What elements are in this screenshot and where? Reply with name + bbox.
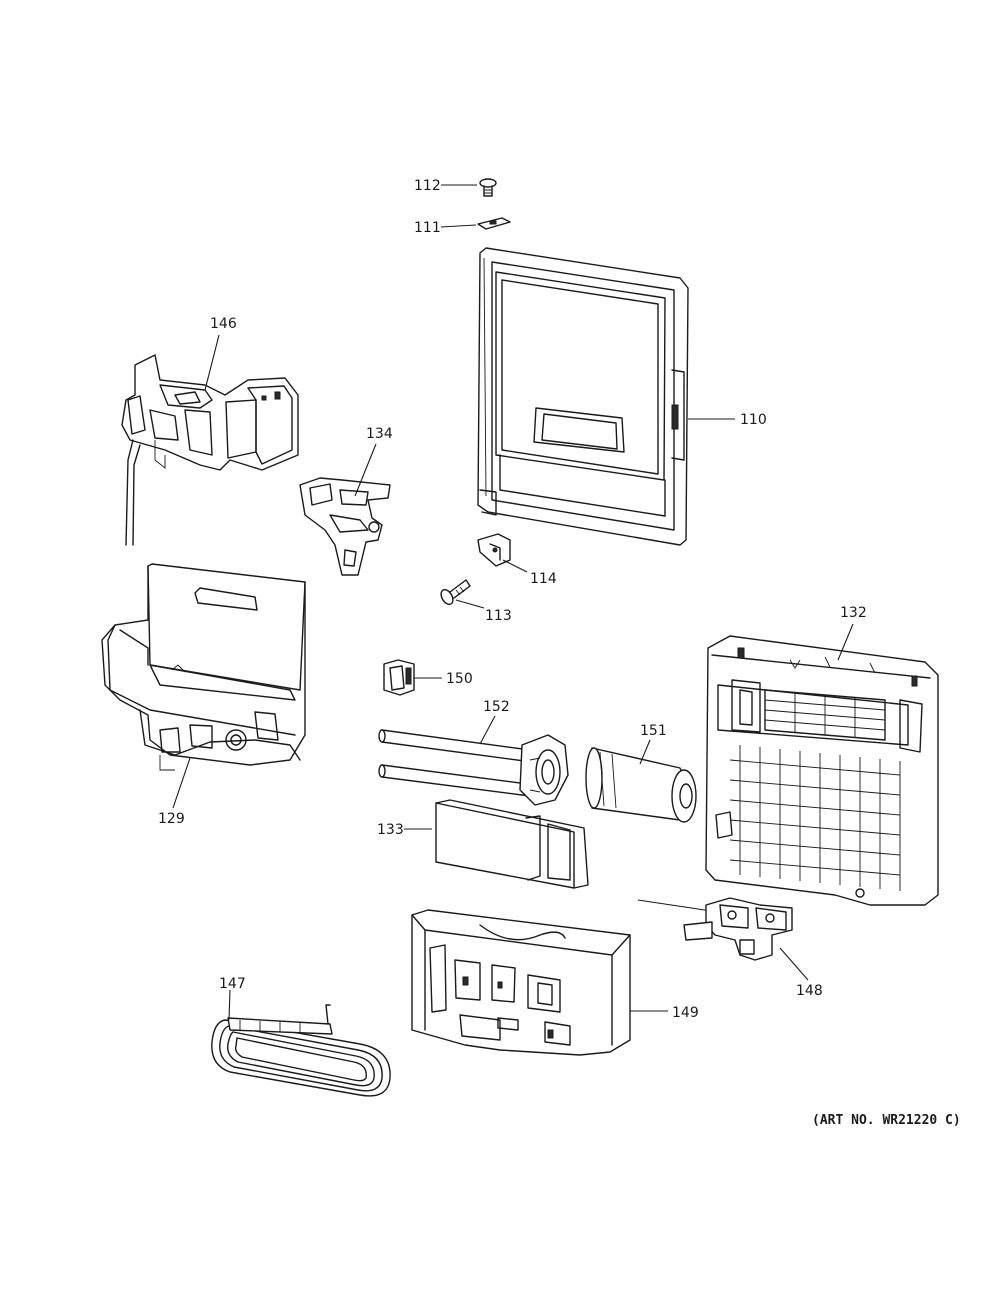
leader-129 bbox=[172, 757, 191, 809]
part-114-bracket bbox=[477, 533, 511, 567]
label-110: 110 bbox=[740, 412, 767, 428]
part-110-door-frame bbox=[477, 247, 689, 546]
label-114: 114 bbox=[530, 571, 557, 587]
label-111: 111 bbox=[414, 220, 441, 236]
label-133: 133 bbox=[377, 822, 404, 838]
part-149-control-housing bbox=[411, 909, 631, 1056]
part-129-ice-bucket bbox=[101, 563, 306, 771]
label-150: 150 bbox=[446, 671, 473, 687]
label-113: 113 bbox=[485, 608, 512, 624]
part-151-filter bbox=[585, 747, 697, 823]
label-146: 146 bbox=[210, 316, 237, 332]
part-112-screw bbox=[479, 178, 497, 197]
part-148-water-valve bbox=[637, 897, 793, 961]
housing-grid bbox=[729, 692, 901, 891]
label-151: 151 bbox=[640, 723, 667, 739]
label-112: 112 bbox=[414, 178, 441, 194]
label-149: 149 bbox=[672, 1005, 699, 1021]
leader-147 bbox=[228, 989, 231, 1021]
part-133-cover-plate bbox=[435, 799, 589, 889]
part-146-motor-assembly bbox=[121, 354, 299, 546]
part-132-dispenser-housing bbox=[705, 635, 939, 906]
label-152: 152 bbox=[483, 699, 510, 715]
label-147: 147 bbox=[219, 976, 246, 992]
part-134-actuator bbox=[299, 477, 391, 576]
leader-151 bbox=[639, 739, 651, 765]
part-152-tube-assembly bbox=[378, 729, 569, 806]
part-111-clip bbox=[477, 217, 511, 230]
art-number: (ART NO. WR21220 C) bbox=[812, 1113, 961, 1128]
leader-114 bbox=[502, 559, 528, 573]
part-147-wire-harness bbox=[211, 1004, 391, 1097]
leader-152 bbox=[479, 715, 496, 745]
part-150-clip bbox=[383, 659, 415, 696]
label-132: 132 bbox=[840, 605, 867, 621]
leader-111 bbox=[440, 224, 477, 228]
leader-134 bbox=[354, 443, 377, 497]
label-134: 134 bbox=[366, 426, 393, 442]
leader-146 bbox=[204, 334, 220, 391]
leader-148 bbox=[779, 947, 809, 981]
label-129: 129 bbox=[158, 811, 185, 827]
label-148: 148 bbox=[796, 983, 823, 999]
leader-113 bbox=[455, 599, 485, 609]
leader-132 bbox=[837, 623, 854, 661]
part-113-screw bbox=[440, 579, 471, 606]
